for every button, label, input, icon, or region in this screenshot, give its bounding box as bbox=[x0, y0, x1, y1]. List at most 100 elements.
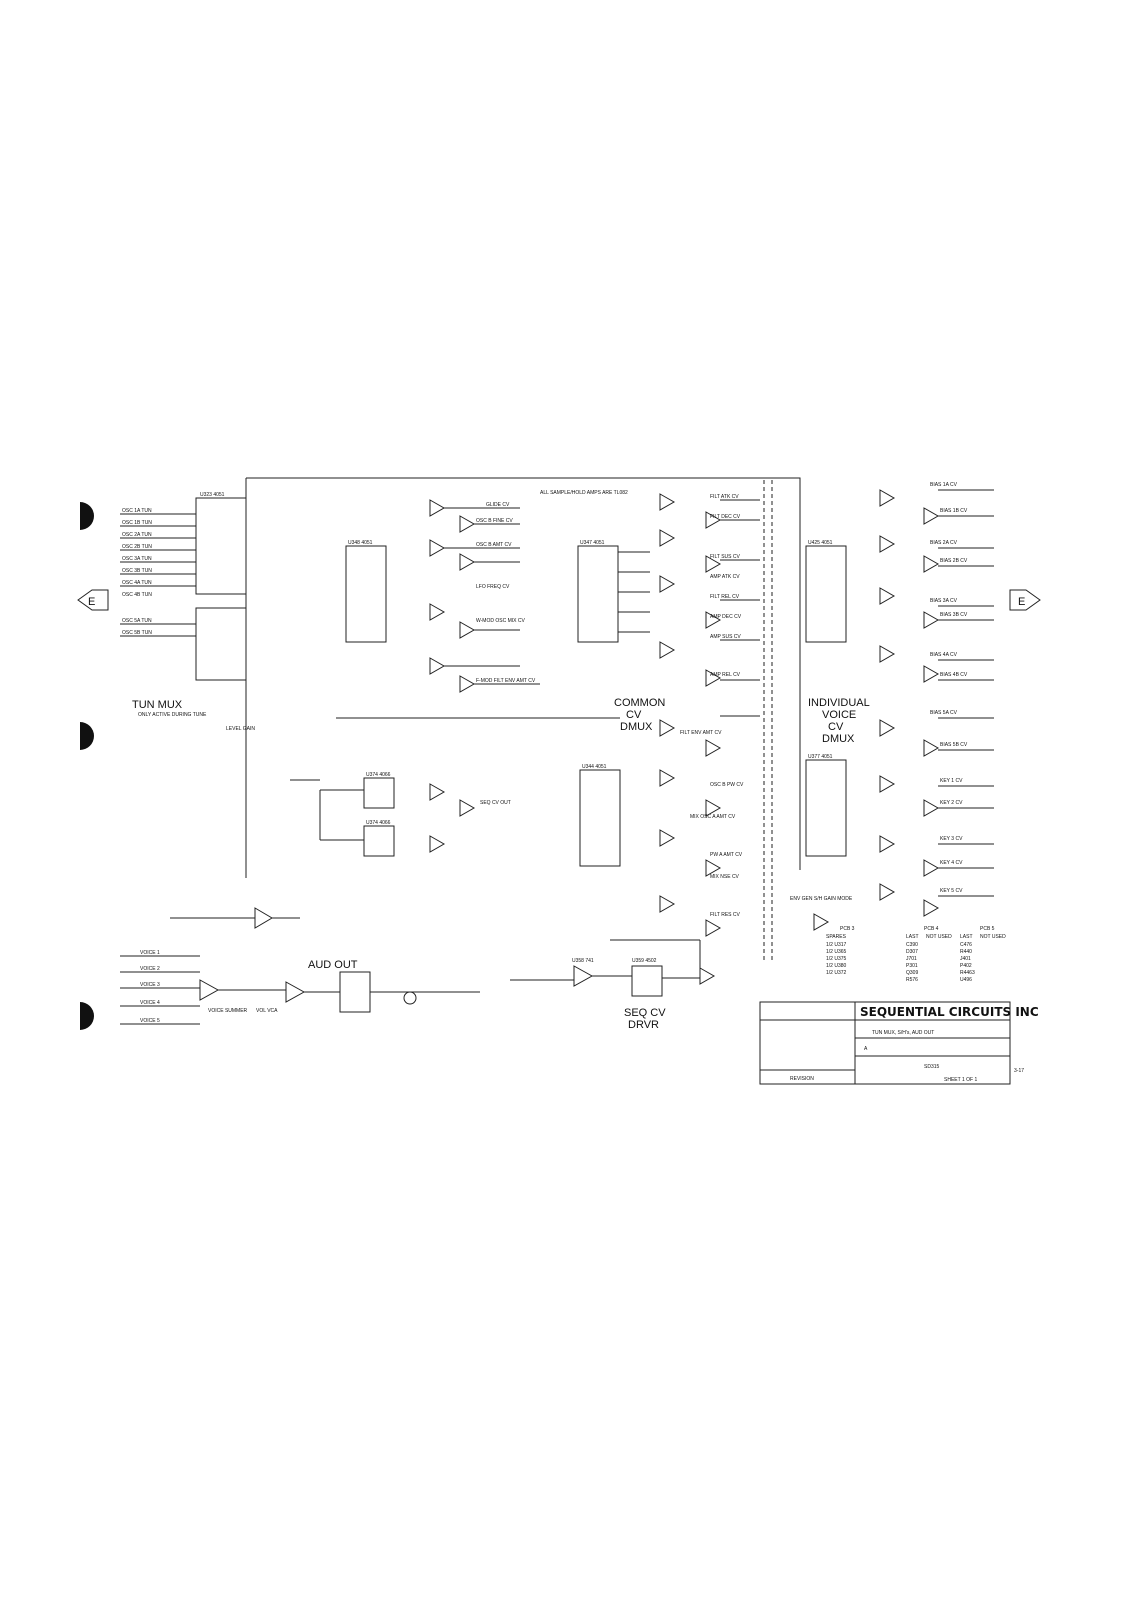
spares-table-subheader: NOT USED bbox=[980, 934, 1006, 940]
spares-cell: 1/2 U380 bbox=[826, 963, 847, 969]
chip-label: U348 4051 bbox=[348, 540, 373, 546]
block-label-voice-cv: VOICE bbox=[822, 709, 856, 721]
block-label-common-cv: CV bbox=[626, 709, 642, 721]
voice-cv-label: KEY 5 CV bbox=[940, 888, 963, 894]
spares-cell: U496 bbox=[960, 977, 972, 983]
voice-cv-label: KEY 1 CV bbox=[940, 778, 963, 784]
tun-input-label: OSC 3A TUN bbox=[122, 556, 152, 562]
tun-input-label: OSC 5A TUN bbox=[122, 618, 152, 624]
cv-output-label: OSC B AMT CV bbox=[476, 542, 512, 548]
chip-label: U374 4066 bbox=[366, 772, 391, 778]
block-label-aud-out: AUD OUT bbox=[308, 959, 358, 971]
cv-output-label: FILT DEC CV bbox=[710, 514, 741, 520]
block-label-seq-cv: SEQ CV bbox=[624, 1007, 666, 1019]
voice-input-label: VOICE 4 bbox=[140, 1000, 160, 1006]
spares-cell: C390 bbox=[906, 942, 918, 948]
chip-label: U374 4066 bbox=[366, 820, 391, 826]
voice-cv-label: BIAS 1B CV bbox=[940, 508, 968, 514]
voice-cv-label: BIAS 4B CV bbox=[940, 672, 968, 678]
cv-output-label: MIX NSE CV bbox=[710, 874, 740, 880]
block-label-common-cv: DMUX bbox=[620, 721, 653, 733]
voice-input-label: VOICE 3 bbox=[140, 982, 160, 988]
spares-table-subheader: LAST bbox=[960, 934, 973, 940]
spares-cell: C476 bbox=[960, 942, 972, 948]
voice-cv-label: BIAS 3B CV bbox=[940, 612, 968, 618]
block-note-tun-mux: ONLY ACTIVE DURING TUNE bbox=[138, 712, 207, 718]
block-label-voice-summer: VOICE SUMMER bbox=[208, 1008, 248, 1014]
chip-label: U377 4051 bbox=[808, 754, 833, 760]
voice-input-label: VOICE 5 bbox=[140, 1018, 160, 1024]
spares-cell: J401 bbox=[960, 956, 971, 962]
chip-label: U359 4502 bbox=[632, 958, 657, 964]
voice-cv-label: KEY 2 CV bbox=[940, 800, 963, 806]
block-label-seq-cv: DRVR bbox=[628, 1019, 659, 1031]
voice-cv-label: BIAS 2B CV bbox=[940, 558, 968, 564]
tun-input-label: OSC 3B TUN bbox=[122, 568, 152, 574]
voice-input-label: VOICE 1 bbox=[140, 950, 160, 956]
block-label-voice-cv: CV bbox=[828, 721, 844, 733]
tun-input-label: OSC 5B TUN bbox=[122, 630, 152, 636]
voice-cv-label: BIAS 5A CV bbox=[930, 710, 958, 716]
spares-cell: Q309 bbox=[906, 970, 918, 976]
block-label-common-cv: COMMON bbox=[614, 697, 665, 709]
cv-output-label: MIX OSC A AMT CV bbox=[690, 814, 736, 820]
drawing-size: A bbox=[864, 1046, 868, 1052]
border-marker-right-label: E bbox=[1018, 596, 1025, 608]
chip-label: U358 741 bbox=[572, 958, 594, 964]
spares-table-header: PCB 3 bbox=[840, 926, 855, 932]
voice-cv-label: BIAS 3A CV bbox=[930, 598, 958, 604]
tun-input-label: OSC 1A TUN bbox=[122, 508, 152, 514]
cv-output-label: AMP SUS CV bbox=[710, 634, 741, 640]
binder-hole bbox=[80, 1002, 94, 1030]
cv-output-label: GLIDE CV bbox=[486, 502, 510, 508]
tun-input-label: OSC 1B TUN bbox=[122, 520, 152, 526]
spares-cell: D307 bbox=[906, 949, 918, 955]
border-marker-left bbox=[77, 589, 109, 611]
spares-cell: P402 bbox=[960, 963, 972, 969]
cv-output-label: FILT RES CV bbox=[710, 912, 740, 918]
block-label-level-gain: LEVEL GAIN bbox=[226, 726, 255, 732]
block-note-env-gen: ENV GEN S/H GAIN MODE bbox=[790, 896, 853, 902]
drawing-title: TUN MUX, S/H's, AUD OUT bbox=[872, 1030, 934, 1036]
voice-input-label: VOICE 2 bbox=[140, 966, 160, 972]
revision-label: REVISION bbox=[790, 1076, 814, 1082]
cv-output-label: OSC B PW CV bbox=[710, 782, 744, 788]
block-note-sample-hold: ALL SAMPLE/HOLD AMPS ARE TL082 bbox=[540, 490, 628, 496]
voice-cv-label: KEY 3 CV bbox=[940, 836, 963, 842]
cv-output-label: F-MOD FILT ENV AMT CV bbox=[476, 678, 536, 684]
voice-cv-label: KEY 4 CV bbox=[940, 860, 963, 866]
cv-output-label: W-MOD OSC MIX CV bbox=[476, 618, 525, 624]
spares-table-subheader: SPARES bbox=[826, 934, 847, 940]
spares-cell: 1/2 U372 bbox=[826, 970, 847, 976]
chip-label: U323 4051 bbox=[200, 492, 225, 498]
cv-output-label: FILT ATK CV bbox=[710, 494, 739, 500]
spares-cell: 1/2 U317 bbox=[826, 942, 847, 948]
spares-cell: 1/2 U375 bbox=[826, 956, 847, 962]
cv-output-label: AMP REL CV bbox=[710, 672, 741, 678]
spares-cell: R576 bbox=[906, 977, 918, 983]
border-marker-right bbox=[1009, 589, 1041, 611]
cv-output-label: PW A AMT CV bbox=[710, 852, 743, 858]
voice-cv-label: BIAS 4A CV bbox=[930, 652, 958, 658]
chip-label: U347 4051 bbox=[580, 540, 605, 546]
voice-cv-label: BIAS 2A CV bbox=[930, 540, 958, 546]
voice-cv-label: BIAS 1A CV bbox=[930, 482, 958, 488]
border-marker-left-label: E bbox=[88, 596, 95, 608]
spares-cell: 1/2 U365 bbox=[826, 949, 847, 955]
block-label-voice-cv: INDIVIDUAL bbox=[808, 697, 870, 709]
cv-output-label: LFO FREQ CV bbox=[476, 584, 510, 590]
binder-hole bbox=[80, 502, 94, 530]
cv-output-label: FILT SUS CV bbox=[710, 554, 740, 560]
binder-hole bbox=[80, 722, 94, 750]
cv-output-label: FILT REL CV bbox=[710, 594, 740, 600]
spares-cell: P301 bbox=[906, 963, 918, 969]
spares-table-subheader: LAST bbox=[906, 934, 919, 940]
spares-table: PCB 3 PCB 4 PCB 5 SPARES LAST NOT USED L… bbox=[826, 926, 1006, 983]
cv-output-label: FILT ENV AMT CV bbox=[680, 730, 722, 736]
cv-output-label: SEQ CV OUT bbox=[480, 800, 511, 806]
tun-input-label: OSC 2B TUN bbox=[122, 544, 152, 550]
spares-cell: R440 bbox=[960, 949, 972, 955]
tun-input-label: OSC 4B TUN bbox=[122, 592, 152, 598]
